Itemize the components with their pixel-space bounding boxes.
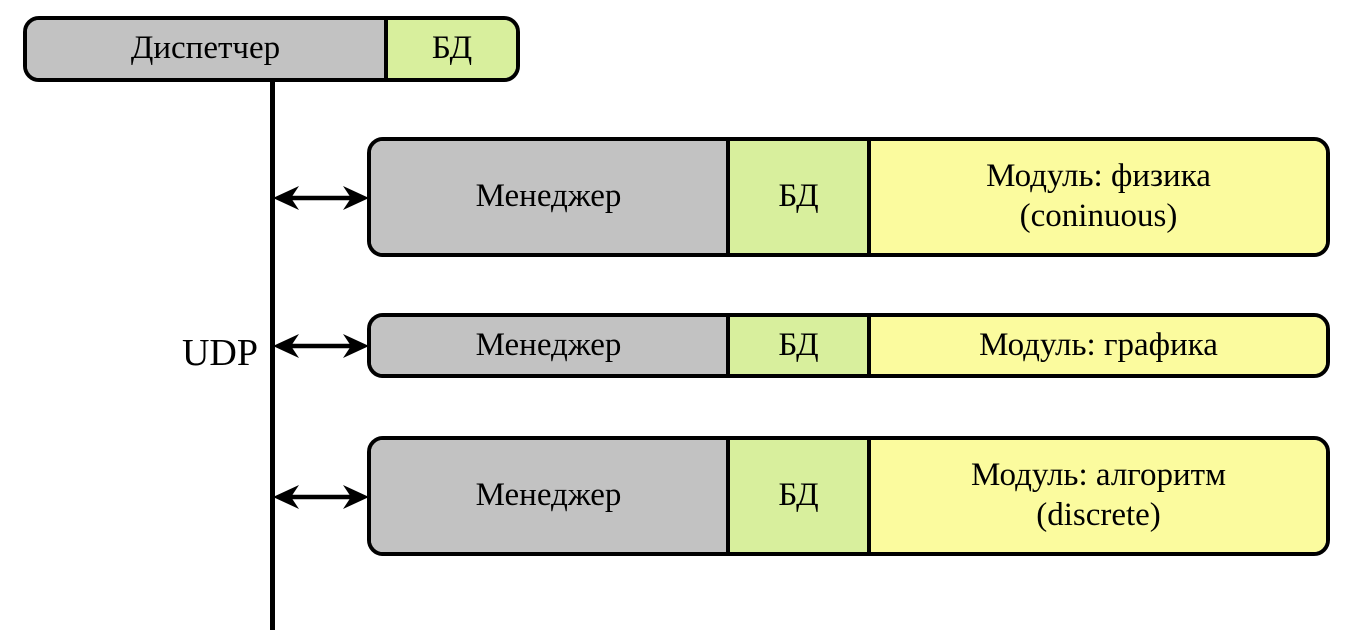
module-cell-algorithm: Модуль: алгоритм (discrete) xyxy=(867,440,1326,552)
module-cell-graphics: Модуль: графика xyxy=(867,317,1326,374)
manager-box-physics: Менеджер БД Модуль: физика (coninuous) xyxy=(367,137,1330,257)
dispatcher-cell: Диспетчер xyxy=(27,20,384,78)
manager-cell: Менеджер xyxy=(371,440,726,552)
dispatcher-db-label: БД xyxy=(431,30,473,67)
udp-bus-line xyxy=(270,80,275,630)
manager-db-label: БД xyxy=(778,477,819,514)
manager-db-cell: БД xyxy=(726,317,867,374)
manager-db-cell: БД xyxy=(726,141,867,253)
double-arrow-icon xyxy=(273,481,369,513)
double-arrow-icon xyxy=(273,330,369,362)
manager-box-algorithm: Менеджер БД Модуль: алгоритм (discrete) xyxy=(367,436,1330,556)
module-subtitle: (discrete) xyxy=(1036,497,1161,533)
module-title: Модуль: физика xyxy=(986,158,1211,195)
manager-box-graphics: Менеджер БД Модуль: графика xyxy=(367,313,1330,378)
module-subtitle: (coninuous) xyxy=(1019,198,1178,234)
module-title: Модуль: графика xyxy=(979,326,1218,363)
module-title: Модуль: алгоритм xyxy=(971,457,1226,494)
udp-protocol-label: UDP xyxy=(181,332,258,374)
manager-cell: Менеджер xyxy=(371,141,726,253)
manager-label: Менеджер xyxy=(475,477,622,514)
manager-cell: Менеджер xyxy=(371,317,726,374)
module-cell-physics: Модуль: физика (coninuous) xyxy=(867,141,1326,253)
manager-db-label: БД xyxy=(778,326,819,363)
double-arrow-icon xyxy=(273,182,369,214)
manager-db-cell: БД xyxy=(726,440,867,552)
manager-db-label: БД xyxy=(778,178,819,215)
manager-label: Менеджер xyxy=(475,326,622,363)
dispatcher-label: Диспетчер xyxy=(130,30,281,67)
dispatcher-box: Диспетчер БД xyxy=(23,16,520,82)
manager-label: Менеджер xyxy=(475,178,622,215)
dispatcher-db-cell: БД xyxy=(384,20,516,78)
